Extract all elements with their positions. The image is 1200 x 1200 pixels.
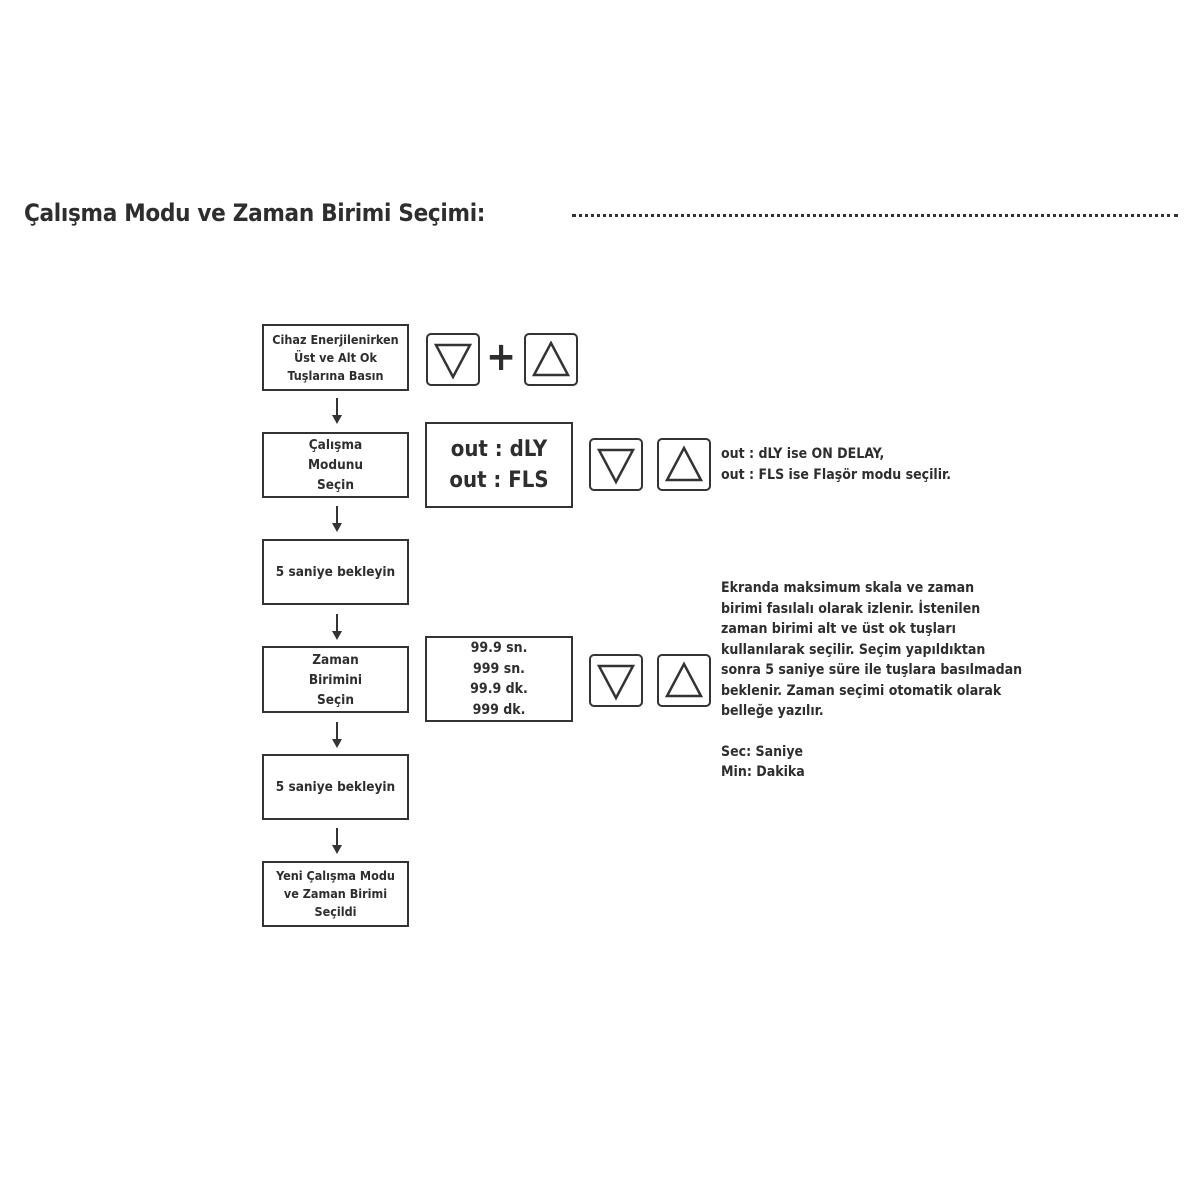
up-key-icon — [524, 333, 578, 386]
arrow-down-icon — [332, 614, 342, 640]
mode-display: out : dLY out : FLS — [425, 422, 573, 508]
dotted-divider — [572, 214, 1178, 217]
unit-legend-sec: Sec: Saniye — [721, 744, 804, 760]
up-key-icon — [657, 654, 711, 707]
arrow-down-icon — [332, 398, 342, 424]
arrow-down-icon — [332, 722, 342, 748]
down-key-icon — [426, 333, 480, 386]
arrow-down-icon — [332, 506, 342, 532]
step-2-box: Çalışma Modunu Seçin — [262, 432, 409, 498]
plus-icon: + — [486, 334, 517, 380]
step-4-box: Zaman Birimini Seçin — [262, 646, 409, 713]
mode-note: out : dLY ise ON DELAY, out : FLS ise Fl… — [721, 446, 952, 483]
unit-option: 999 sn. — [473, 660, 525, 677]
page-title: Çalışma Modu ve Zaman Birimi Seçimi: — [24, 199, 486, 227]
arrow-down-icon — [332, 828, 342, 854]
down-key-icon — [589, 654, 643, 707]
unit-option: 99.9 dk. — [470, 681, 528, 697]
step-5-box: 5 saniye bekleyin — [262, 754, 409, 820]
unit-legend-min: Min: Dakika — [721, 764, 805, 780]
unit-display: 99.9 sn. 999 sn. 99.9 dk. 999 dk. — [425, 636, 573, 722]
unit-option: 999 dk. — [472, 701, 526, 718]
step-6-box: Yeni Çalışma Modu ve Zaman Birimi Seçild… — [262, 861, 409, 927]
unit-option: 99.9 sn. — [470, 640, 528, 656]
step-1-box: Cihaz Enerjilenirken Üst ve Alt Ok Tuşla… — [262, 324, 409, 391]
mode-option-fls: out : FLS — [449, 468, 549, 493]
down-key-icon — [589, 438, 643, 491]
unit-note: Ekranda maksimum skala ve zaman birimi f… — [721, 580, 1023, 719]
mode-option-dly: out : dLY — [450, 437, 548, 462]
step-3-box: 5 saniye bekleyin — [262, 539, 409, 605]
up-key-icon — [657, 438, 711, 491]
